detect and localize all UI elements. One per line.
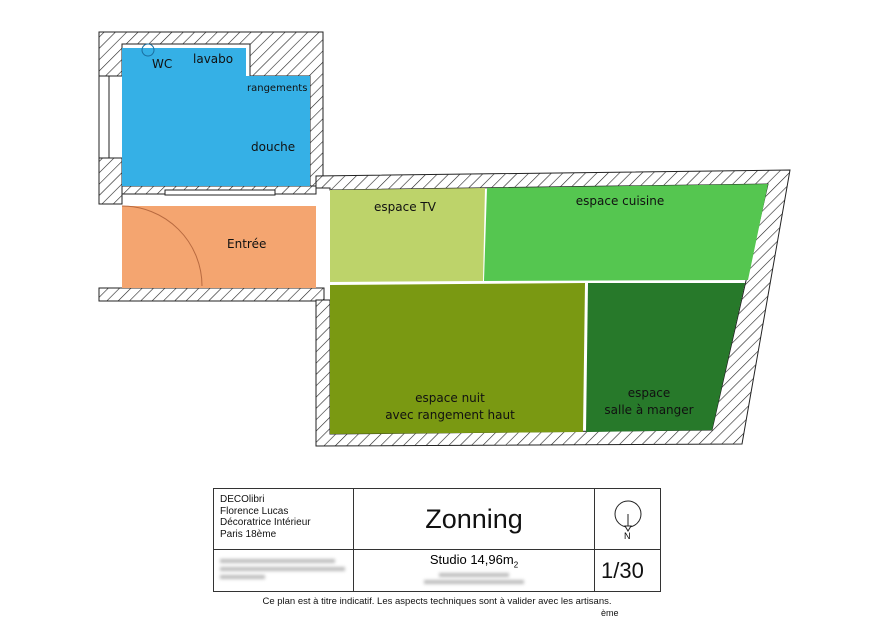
disclaimer-note: Ce plan est à titre indicatif. Les aspec… (262, 596, 612, 607)
author-info: DECOlibri Florence Lucas Décoratrice Int… (214, 489, 354, 550)
author-company: DECOlibri (220, 494, 265, 505)
label-lavabo: lavabo (193, 52, 233, 66)
author-role: Décoratrice Intérieur (220, 517, 311, 528)
author-name: Florence Lucas (220, 505, 289, 517)
studio-info: Studio 14,96m2 (354, 550, 594, 592)
label-cuisine: espace cuisine (576, 194, 665, 208)
studio-area: Studio 14,96m (429, 552, 514, 567)
scale-value: 1/30 (601, 558, 644, 583)
scale-suffix: ème (601, 608, 619, 618)
wc-icon (141, 43, 155, 57)
zone-salle (586, 283, 745, 432)
north-compass: N (594, 489, 661, 550)
label-salle: espace (628, 386, 671, 400)
label-rangements: rangements (247, 83, 307, 94)
zone-nuit (330, 283, 585, 434)
zone-entree (122, 206, 316, 288)
zone-bathroom (122, 48, 310, 186)
area-unit-sup: 2 (513, 560, 519, 570)
sliding-door (164, 189, 276, 196)
label-nuit-2: avec rangement haut (385, 408, 515, 422)
author-city: Paris 18ème (220, 528, 277, 540)
scale: 1/30 ème (594, 550, 661, 618)
compass-icon (614, 500, 642, 532)
zone-tv (330, 188, 485, 282)
label-wc: WC (152, 57, 172, 71)
label-tv: espace TV (374, 200, 437, 214)
client-info-blurred (214, 550, 354, 592)
window (98, 75, 110, 159)
label-douche: douche (251, 140, 295, 154)
zone-cuisine (484, 184, 768, 281)
label-salle-2: salle à manger (604, 403, 693, 417)
door-swing (121, 205, 203, 287)
north-label: N (624, 531, 631, 541)
title-block: DECOlibri Florence Lucas Décoratrice Int… (213, 488, 661, 618)
label-nuit: espace nuit (415, 391, 485, 405)
label-entree: Entrée (227, 237, 266, 251)
plan-title: Zonning (354, 489, 594, 550)
